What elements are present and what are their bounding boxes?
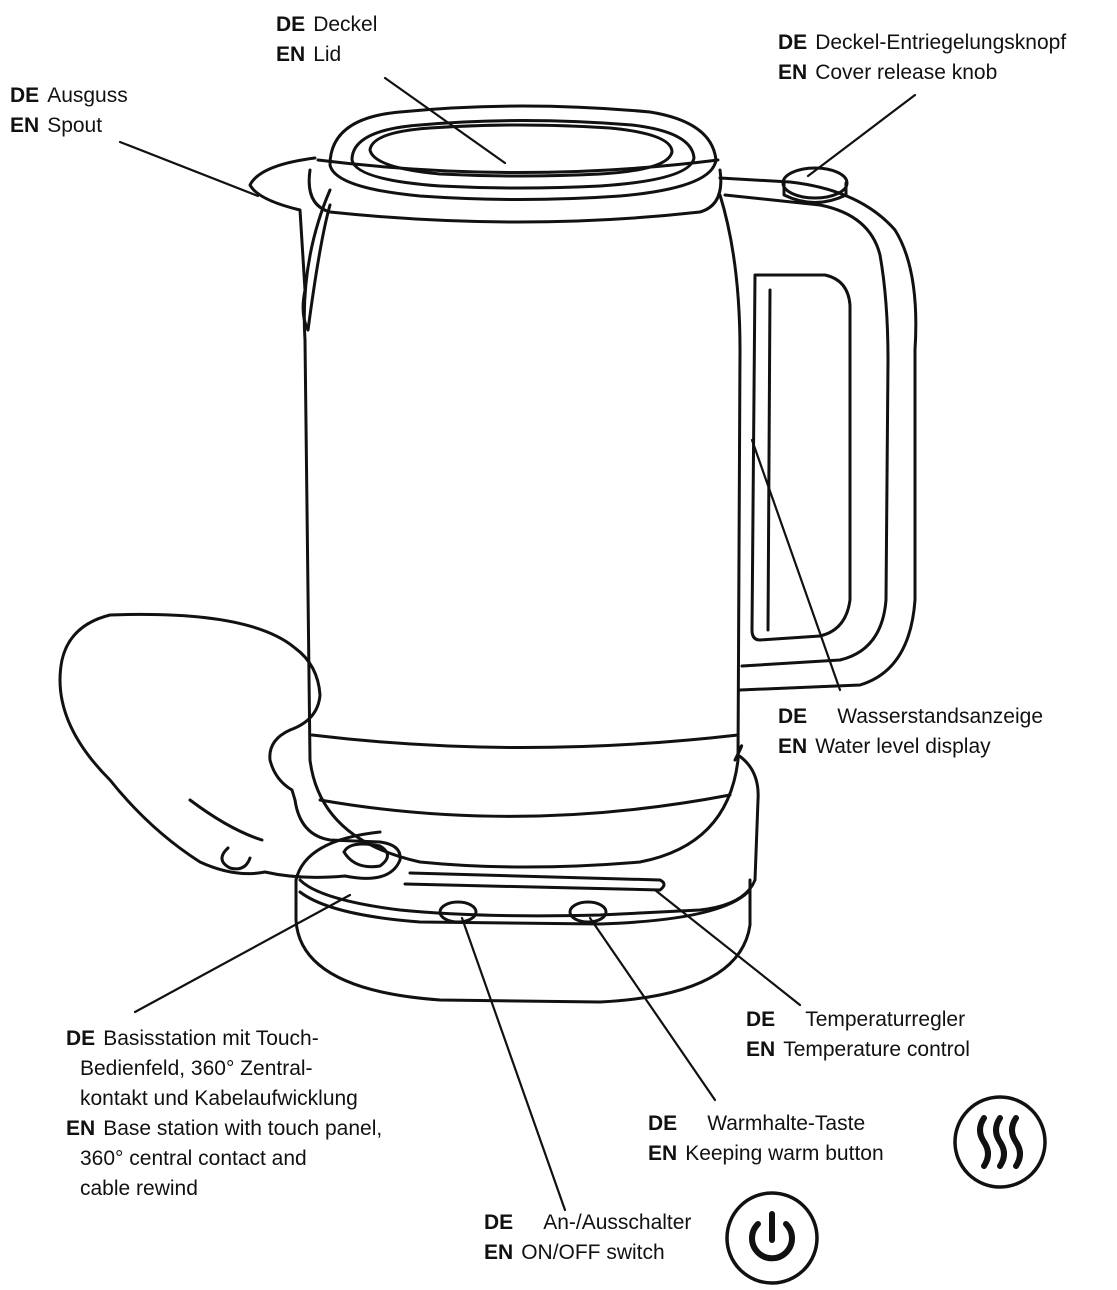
base-station (294, 744, 760, 1004)
leader-onoff (460, 916, 567, 1212)
leader-water (750, 438, 842, 692)
leader-base (133, 893, 352, 1014)
kettle-body (302, 158, 742, 869)
on-off-button[interactable] (438, 900, 478, 924)
hand (58, 612, 402, 880)
kettle-spout (248, 156, 332, 332)
kettle-handle (718, 166, 918, 692)
kettle-lid (328, 104, 718, 201)
heat-waves-icon (953, 1095, 1047, 1189)
leader-warm (588, 916, 717, 1102)
leader-release (806, 93, 917, 178)
leader-spout (118, 140, 260, 198)
keep-warm-button[interactable] (568, 900, 608, 924)
leader-temp (653, 888, 802, 1007)
power-icon (725, 1191, 819, 1285)
leader-lid (383, 76, 507, 165)
